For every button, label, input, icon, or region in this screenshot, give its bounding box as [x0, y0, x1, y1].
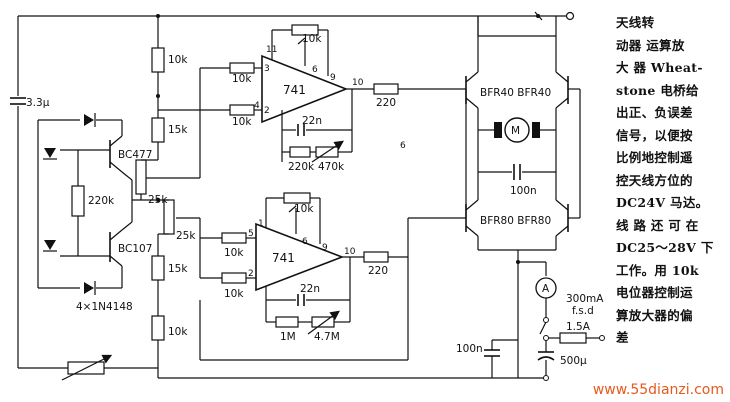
op2-rfb-var: 4.7M	[314, 331, 340, 343]
c-supply2-label: 500μ	[560, 355, 587, 367]
op1-cap: 22n	[302, 115, 322, 127]
c-motor-label: 100n	[510, 185, 537, 197]
r-top-label: 10k	[168, 54, 188, 66]
desc-line: 线 路 还 可 在	[616, 217, 699, 233]
misc-mark: 6	[400, 141, 406, 151]
desc-line: 信号，以便按	[616, 127, 693, 143]
ammeter-range: 300mA	[566, 293, 604, 305]
op2-rin-plus: 10k	[224, 247, 244, 259]
op1-rout: 220	[376, 97, 396, 109]
pot2-label: 25k	[176, 230, 196, 242]
op1-rfb-var: 470k	[318, 161, 345, 173]
r-bridge-label: 220k	[88, 195, 115, 207]
diode-bridge: 220k 4×1N4148	[37, 113, 133, 313]
watermark: www.55dianzi.com	[592, 382, 724, 398]
op1-pin10: 10	[352, 78, 364, 88]
op1-pin2: 2	[264, 106, 270, 116]
op1-rin-plus: 10k	[232, 73, 252, 85]
bottom-rail	[18, 340, 518, 381]
c-supply1-label: 100n	[456, 343, 483, 355]
op1-offset-pot: 10k	[302, 33, 322, 45]
op2-pin10: 10	[344, 247, 356, 257]
q2-label: BC107	[118, 243, 152, 255]
input-capacitor: 3.3μ	[10, 16, 50, 368]
c-input-label: 3.3μ	[26, 97, 50, 109]
op1-pin6: 6	[312, 65, 318, 75]
desc-line: 电位器控制运	[616, 285, 693, 300]
op1-rin-minus: 10k	[232, 116, 252, 128]
op1-pin4: 4	[254, 101, 260, 111]
supply-rail-top	[18, 11, 575, 21]
op1-rfb: 220k	[288, 161, 315, 173]
op1-name: 741	[283, 83, 306, 97]
op2-name: 741	[272, 251, 295, 265]
description-text: 天线转 动器 运算放 大 器 Wheat- stone 电桥给 出正、负误差 信…	[616, 12, 724, 350]
supply-section: A 300mA f.s.d 1.5A 500μ 100n	[456, 250, 605, 381]
op1-pin9: 9	[330, 73, 336, 83]
desc-line: DC25～28V 下	[616, 240, 714, 255]
desc-line: 控天线方位的	[616, 172, 693, 188]
ammeter-fsd: f.s.d	[572, 305, 594, 317]
desc-line: DC24V 马达。	[616, 195, 709, 210]
desc-line: 出正、负误差	[616, 105, 693, 120]
op2-offset-pot: 10k	[294, 203, 314, 215]
op-amp-2: 741 1 5 2 6 9 10 10k 10k 10k 22n 1M 4.7M	[199, 192, 466, 361]
transistor-q2: BC107	[109, 221, 152, 289]
op2-rfb: 1M	[280, 331, 296, 343]
h-bridge: BFR40 BFR40 BFR80 BFR80 M 100n	[465, 16, 581, 251]
op1-pin3: 3	[264, 64, 270, 74]
desc-line: 算放大器的偏	[616, 307, 693, 323]
r-mid1-label: 15k	[168, 124, 188, 136]
diodes-label: 4×1N4148	[76, 301, 133, 313]
fuse-label: 1.5A	[566, 321, 591, 333]
op2-cap: 22n	[300, 283, 320, 295]
op-amp-1: 741 3 2 11 4 6 9 10 10k 10k 10k 22n 220k…	[158, 24, 466, 178]
resistor-ladder: 10k 15k 25k 25k 15k 10k	[135, 16, 200, 341]
op2-rout: 220	[368, 265, 388, 277]
desc-line: 比例地控制遥	[616, 150, 693, 165]
op2-pin6: 6	[302, 237, 308, 247]
pot1-label: 25k	[148, 194, 168, 206]
bridge-top-label: BFR40 BFR40	[480, 87, 551, 99]
op2-rin-minus: 10k	[224, 288, 244, 300]
desc-line: 工作。用 10k	[616, 262, 699, 278]
desc-line: 大 器 Wheat-	[616, 60, 703, 75]
q1-label: BC477	[118, 149, 152, 161]
ammeter-label: A	[542, 283, 550, 295]
r-bot-label: 10k	[168, 326, 188, 338]
op2-pin2: 2	[248, 269, 254, 279]
desc-line: 差	[616, 330, 629, 345]
bridge-bot-label: BFR80 BFR80	[480, 215, 551, 227]
r-mid2-label: 15k	[168, 263, 188, 275]
transistor-q1: BC477	[109, 119, 152, 181]
desc-line: stone 电桥给	[616, 82, 699, 98]
motor-label: M	[511, 125, 520, 137]
op2-pin9: 9	[322, 243, 328, 253]
op2-pin5: 5	[248, 229, 254, 239]
desc-line: 天线转	[616, 15, 655, 30]
op2-pin1: 1	[258, 219, 264, 229]
desc-line: 动器 运算放	[616, 37, 685, 53]
